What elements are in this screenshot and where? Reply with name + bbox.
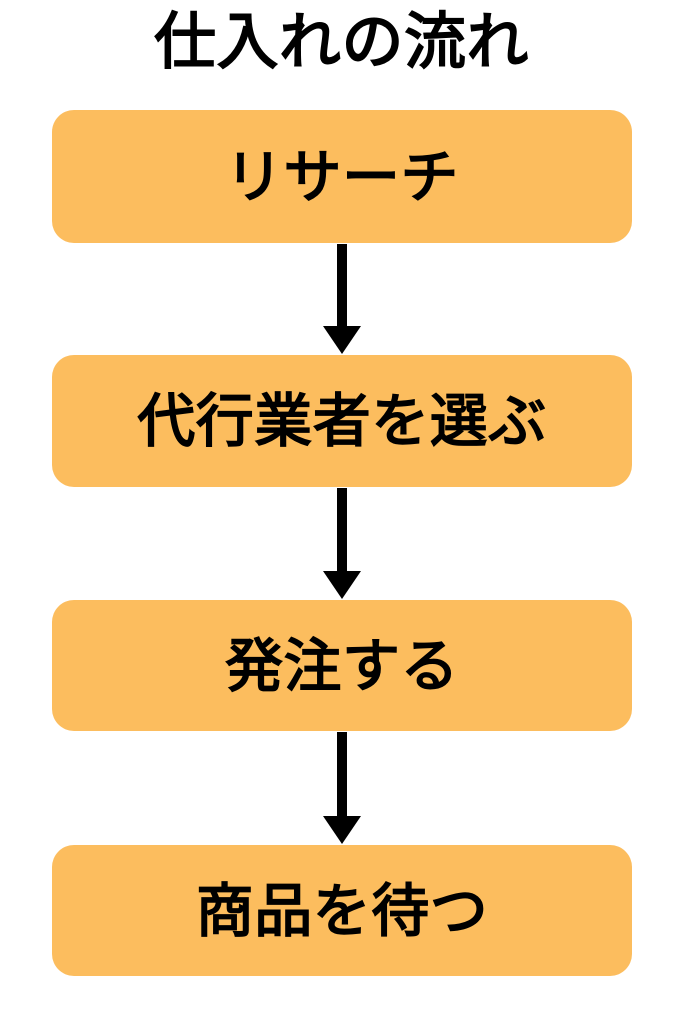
flow-node-step-3: 発注する <box>52 600 632 731</box>
flow-node-step-1: リサーチ <box>52 110 632 243</box>
down-arrow-icon <box>323 488 361 599</box>
flow-node-step-4: 商品を待つ <box>52 845 632 976</box>
flow-node-step-2: 代行業者を選ぶ <box>52 355 632 487</box>
flow-connector-3 <box>323 732 361 844</box>
flow-node-label: 商品を待つ <box>195 876 489 945</box>
down-arrow-icon <box>323 244 361 354</box>
flow-connector-2 <box>323 488 361 599</box>
flow-node-label: 代行業者を選ぶ <box>137 387 547 455</box>
page-title: 仕入れの流れ <box>153 5 529 78</box>
flow-node-label: リサーチ <box>224 142 459 211</box>
down-arrow-icon <box>323 732 361 844</box>
flow-node-label: 発注する <box>224 631 459 700</box>
flow-connector-1 <box>323 244 361 354</box>
